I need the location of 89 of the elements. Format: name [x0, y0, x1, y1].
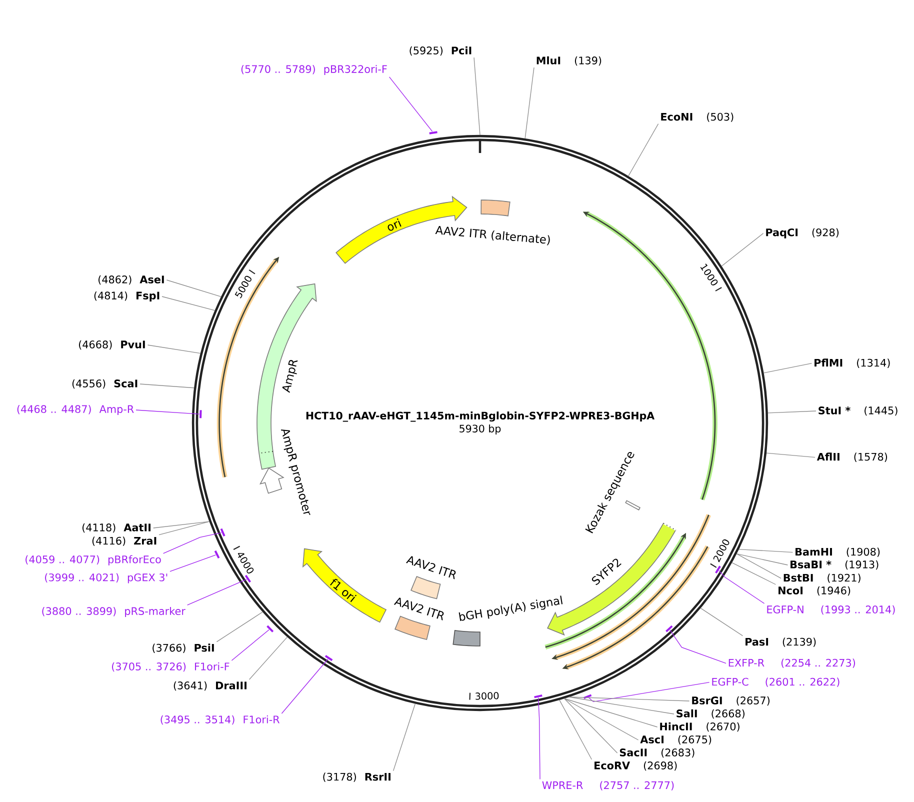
restriction-site-label: (4556) ScaI [72, 379, 138, 389]
primer-label: (3495 .. 3514) F1ori-R [160, 715, 280, 725]
leader-line [670, 630, 726, 664]
leader-line [158, 521, 210, 536]
restriction-site-label: BsrGI (2657) [692, 696, 770, 706]
primer-mark [429, 131, 438, 134]
primer-mark [244, 574, 251, 583]
restriction-site-label: (4668) PvuI [79, 340, 145, 350]
leader-line [738, 548, 794, 553]
restriction-site-label: (5925) PciI [410, 46, 472, 56]
leader-line [392, 703, 416, 772]
leader-line [564, 698, 639, 740]
leader-line [564, 698, 618, 754]
primer-mark [583, 694, 592, 699]
restriction-site-label: BsaBI * (1913) [790, 560, 878, 570]
primer-label: (5770 .. 5789) pBR322ori-F [241, 64, 387, 76]
leader-line [162, 296, 216, 311]
leader-line [166, 280, 222, 298]
primer-label: EGFP-N (1993 .. 2014) [767, 605, 895, 615]
restriction-site-label: MluI (139) [536, 56, 602, 66]
leader-line [736, 553, 788, 566]
leader-line [763, 362, 812, 374]
leader-line [152, 521, 210, 528]
restriction-site-label: AscI (2675) [640, 735, 712, 745]
leader-line [231, 629, 270, 661]
leader-line [718, 570, 765, 604]
restriction-site-label: NcoI (1946) [778, 586, 850, 596]
primer-label: (3705 .. 3726) F1ori-F [112, 662, 230, 672]
leader-line [474, 57, 480, 136]
primer-label: EGFP-C (2601 .. 2622) [712, 678, 840, 687]
leader-line [162, 532, 222, 554]
leader-line [564, 698, 658, 728]
leader-line [216, 612, 263, 642]
primer-mark [324, 655, 333, 662]
tick-label: 3000 [476, 692, 499, 700]
primer-label: EXFP-R (2254 .. 2273) [728, 658, 856, 668]
leader-line [736, 553, 782, 579]
leader-line [568, 696, 674, 714]
primer-mark [200, 410, 202, 418]
restriction-site-label: (4118) AatII [82, 523, 150, 533]
restriction-site-label: AflII (1578) [816, 452, 888, 462]
primer-label: WPRE-R (2757 .. 2777) [542, 781, 674, 790]
restriction-site-label: PasI (2139) [746, 638, 816, 647]
restriction-site-label: EcoRV (2698) [594, 761, 677, 771]
primer-label: (4468 .. 4487) Amp-R [17, 404, 134, 416]
node-label: AAV2 ITR [406, 556, 456, 580]
restriction-site-label: (3178) RsrII [323, 772, 390, 782]
leader-line [588, 682, 710, 702]
leader-line [147, 344, 201, 354]
restriction-site-label: EcoNI (503) [661, 112, 734, 122]
leader-line [136, 410, 200, 414]
restriction-site-label: PaqCI (928) [766, 228, 839, 238]
leader-line [768, 410, 816, 414]
restriction-site-label: HincII (2670) [660, 722, 740, 732]
leader-line [248, 636, 288, 680]
leader-line [732, 562, 776, 585]
leader-line [538, 697, 540, 780]
primer-mark [266, 625, 274, 632]
restriction-site-label: (3766) PsiI [152, 644, 214, 653]
restriction-site-label: (3641) DraIII [174, 681, 246, 691]
leader-line [700, 608, 744, 636]
primer-label: (3880 .. 3899) pRS-marker [42, 606, 186, 618]
leader-line [766, 452, 816, 458]
restriction-site-label: (4862) AseI [98, 275, 164, 285]
primer-mark [214, 550, 220, 558]
restriction-site-label: SacII (2683) [620, 748, 694, 758]
restriction-site-label: BstBI (1921) [784, 574, 860, 583]
primer-mark [715, 566, 721, 574]
restriction-site-label: (4116) ZraI [92, 536, 156, 546]
restriction-site-label: BamHI (1908) [796, 548, 880, 557]
primer-mark [666, 625, 673, 632]
leader-line [170, 554, 216, 572]
leader-line [388, 76, 433, 132]
leader-line [524, 67, 534, 139]
leader-line [568, 696, 690, 702]
restriction-site-label: SalI (2668) [676, 709, 744, 719]
leader-line [186, 579, 247, 606]
node-label: AAV2 ITR [394, 598, 444, 620]
restriction-site-label: StuI * (1445) [818, 406, 898, 416]
leader-line [721, 232, 764, 266]
leader-line [140, 384, 194, 388]
primer-label: (4059 .. 4077) pBRforEco [26, 555, 161, 566]
primer-mark [220, 528, 226, 536]
restriction-site-label: (4814) FspI [94, 291, 160, 302]
leader-line [628, 123, 659, 176]
leader-line [559, 700, 592, 760]
primer-mark [534, 694, 542, 698]
primer-label: (3999 .. 4021) pGEX 3' [45, 573, 168, 584]
restriction-site-label: PflMI (1314) [814, 358, 890, 368]
